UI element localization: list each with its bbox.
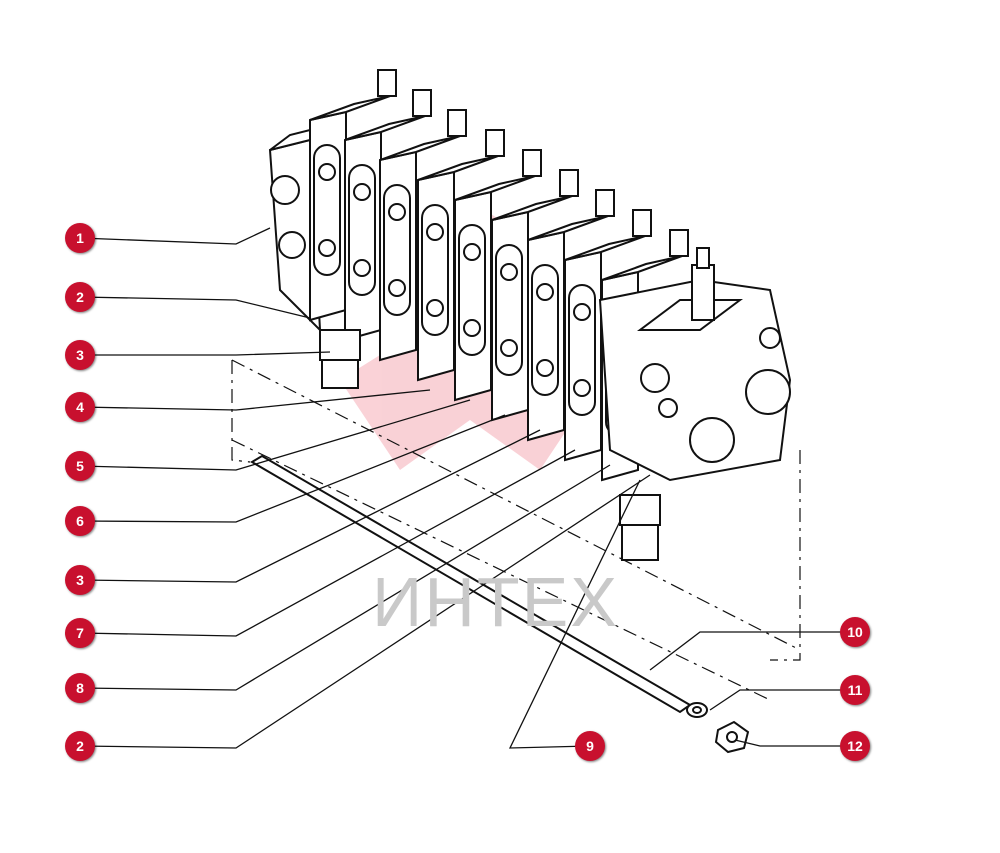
callout-2: 2 [65,731,95,761]
callout-10: 10 [840,617,870,647]
callout-3: 3 [65,340,95,370]
callout-2: 2 [65,282,95,312]
leader-line-1 [79,227,271,245]
leader-line-7 [79,449,576,637]
callout-7: 7 [65,618,95,648]
callout-3: 3 [65,565,95,595]
callout-4: 4 [65,392,95,422]
dashed-guides [231,359,801,701]
leader-line-3 [79,429,541,583]
callout-9: 9 [575,731,605,761]
callout-1: 1 [65,223,95,253]
leader-line-10 [649,631,855,671]
leader-line-3 [80,351,331,356]
tie-rod [250,454,750,754]
leader-line-11 [709,689,855,711]
callout-6: 6 [65,506,95,536]
leader-line-12 [734,739,855,747]
callout-11: 11 [840,675,870,705]
callout-5: 5 [65,451,95,481]
leader-line-5 [79,399,471,471]
callout-8: 8 [65,673,95,703]
valve-body [268,69,792,482]
leader-line-2 [79,296,311,319]
leader-line-9 [508,479,641,749]
leader-line-8 [79,464,611,691]
fittings [319,329,661,561]
callout-12: 12 [840,731,870,761]
watermark-text: ИНТЕХ [372,563,620,641]
leader-line-2 [79,474,651,749]
leader-line-6 [79,414,506,523]
leader-line-4 [79,389,431,411]
leader-lines [79,227,855,749]
